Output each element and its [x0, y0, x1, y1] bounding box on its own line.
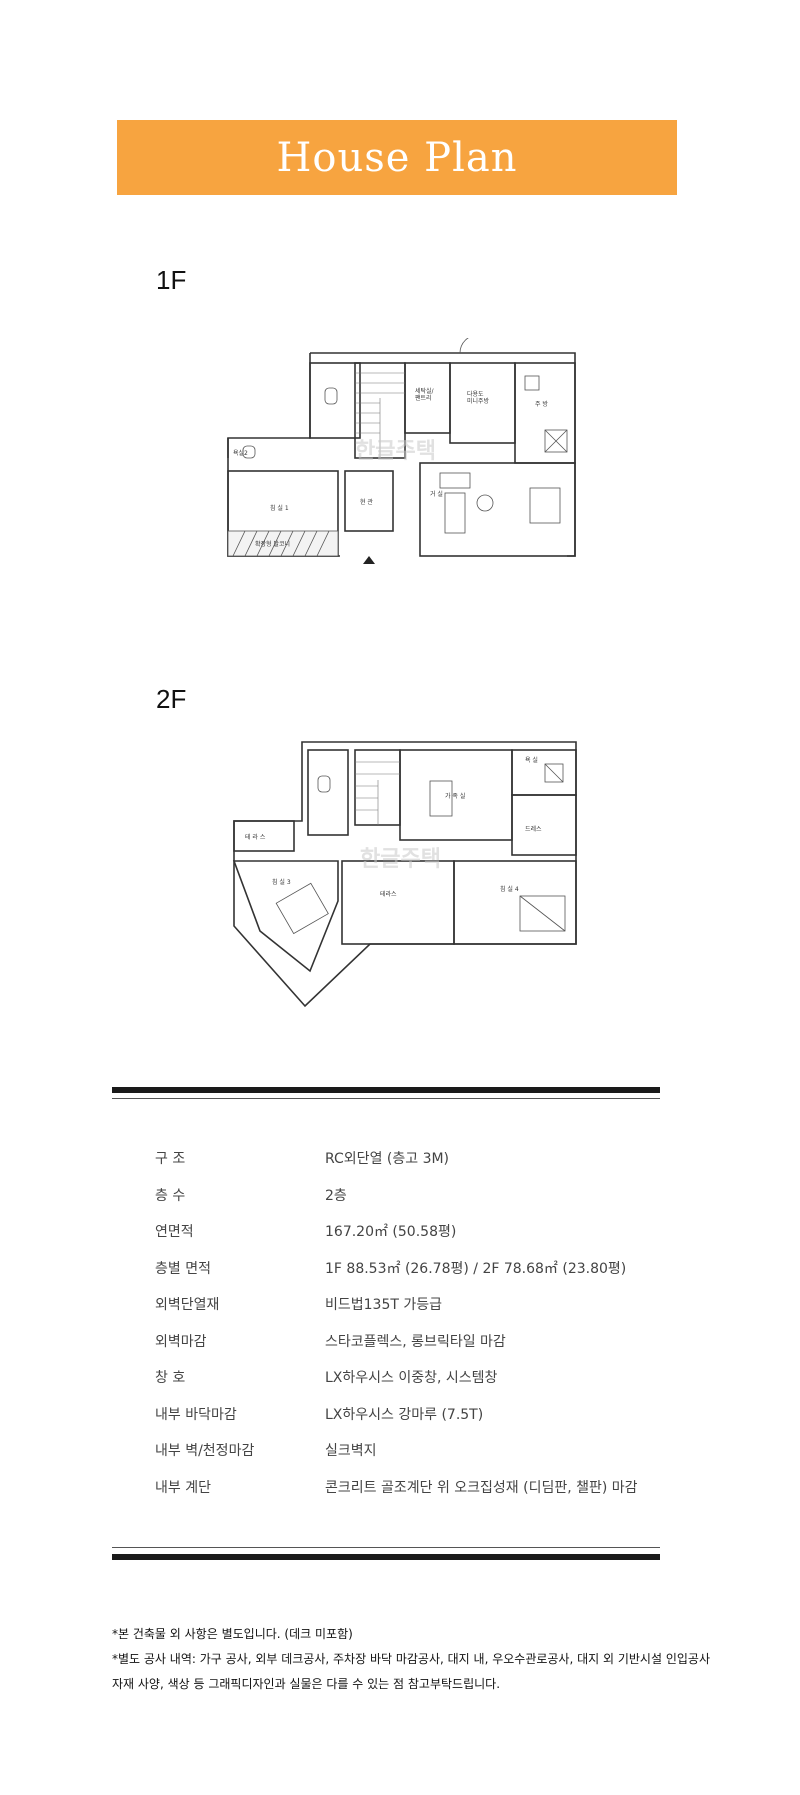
spec-row: 창 호 LX하우시스 이중창, 시스템창 — [155, 1359, 715, 1396]
spec-key: 창 호 — [155, 1370, 186, 1387]
spec-row: 내부 바닥마감 LX하우시스 강마루 (7.5T) — [155, 1396, 715, 1433]
spec-key: 외벽마감 — [155, 1333, 207, 1350]
spec-value: LX하우시스 이중창, 시스템창 — [325, 1370, 498, 1387]
spec-row: 내부 벽/천정마감 실크벽지 — [155, 1432, 715, 1469]
room-entry: 현 관 — [360, 498, 373, 506]
room-living: 거 실 — [430, 490, 443, 498]
watermark-2f: 한글주택 — [360, 847, 441, 872]
spec-key: 내부 계단 — [155, 1479, 211, 1496]
room-bedroom4: 침 실 4 — [500, 885, 519, 893]
spec-row: 외벽단열재 비드법135T 가등급 — [155, 1286, 715, 1323]
spec-key: 층별 면적 — [155, 1260, 211, 1277]
spec-key: 구 조 — [155, 1151, 186, 1168]
notes: *본 건축물 외 사항은 별도입니다. (데크 미포함) *별도 공사 내역: … — [112, 1622, 800, 1697]
spec-value: 콘크리트 골조계단 위 오크집성재 (디딤판, 챌판) 마감 — [325, 1479, 638, 1496]
room-bedroom1: 침 실 1 — [270, 504, 289, 512]
spec-value: LX하우시스 강마루 (7.5T) — [325, 1406, 484, 1423]
room-terrace-mid: 테라스 — [380, 890, 397, 898]
floor-plan-2f: 욕 실 가 족 실 드레스 테 라 스 침 실 3 테라스 침 실 4 한글주택 — [232, 741, 577, 1008]
spec-row: 연면적 167.20㎡ (50.58평) — [155, 1213, 715, 1250]
room-bedroom3: 침 실 3 — [272, 878, 291, 886]
spec-value: 2층 — [325, 1187, 347, 1204]
spec-row: 층 수 2층 — [155, 1177, 715, 1214]
room-terrace-left: 테 라 스 — [245, 833, 266, 841]
room-dress: 드레스 — [525, 825, 542, 833]
spec-table: 구 조 RC외단열 (층고 3M) 층 수 2층 연면적 167.20㎡ (50… — [155, 1140, 715, 1505]
spec-value: 비드법135T 가등급 — [325, 1297, 443, 1314]
spec-value: 1F 88.53㎡ (26.78평) / 2F 78.68㎡ (23.80평) — [325, 1260, 627, 1277]
spec-value: 스타코플렉스, 롱브릭타일 마감 — [325, 1333, 506, 1350]
spec-row: 외벽마감 스타코플렉스, 롱브릭타일 마감 — [155, 1323, 715, 1360]
spec-key: 내부 바닥마감 — [155, 1406, 237, 1423]
spec-key: 층 수 — [155, 1187, 186, 1204]
room-bath2: 욕실2 — [233, 449, 248, 457]
note-line: *본 건축물 외 사항은 별도입니다. (데크 미포함) — [112, 1627, 353, 1641]
spec-key: 내부 벽/천정마감 — [155, 1443, 255, 1460]
banner-title: House Plan — [276, 134, 518, 181]
spec-key: 외벽단열재 — [155, 1297, 220, 1314]
spec-rule-bottom-thick — [112, 1554, 660, 1560]
spec-value: 실크벽지 — [325, 1443, 377, 1460]
room-balcony: 확장형 발코니 — [255, 540, 290, 548]
spec-rule-top-thin — [112, 1098, 660, 1099]
room-family: 가 족 실 — [445, 792, 465, 800]
spec-rule-bottom-thin — [112, 1547, 660, 1548]
spec-row: 내부 계단 콘크리트 골조계단 위 오크집성재 (디딤판, 챌판) 마감 — [155, 1469, 715, 1506]
spec-row: 층별 면적 1F 88.53㎡ (26.78평) / 2F 78.68㎡ (23… — [155, 1250, 715, 1287]
watermark-1f: 한글주택 — [355, 439, 436, 464]
room-bath-2f: 욕 실 — [525, 756, 538, 764]
room-laundry: 세탁실/팬트리 — [415, 387, 435, 402]
floor-label-1f: 1F — [156, 265, 187, 295]
house-plan-banner: House Plan — [117, 120, 677, 195]
spec-key: 연면적 — [155, 1224, 194, 1241]
room-kitchen: 주 방 — [535, 400, 548, 408]
floor-label-2f: 2F — [156, 684, 187, 714]
spec-row: 구 조 RC외단열 (층고 3M) — [155, 1140, 715, 1177]
note-line: 자재 사양, 색상 등 그래픽디자인과 실물은 다를 수 있는 점 참고부탁드립… — [112, 1677, 501, 1691]
note-line: *별도 공사 내역: 가구 공사, 외부 데크공사, 주차장 바닥 마감공사, … — [112, 1652, 710, 1666]
spec-rule-top-thick — [112, 1087, 660, 1093]
spec-value: RC외단열 (층고 3M) — [325, 1151, 450, 1168]
spec-value: 167.20㎡ (50.58평) — [325, 1224, 457, 1241]
